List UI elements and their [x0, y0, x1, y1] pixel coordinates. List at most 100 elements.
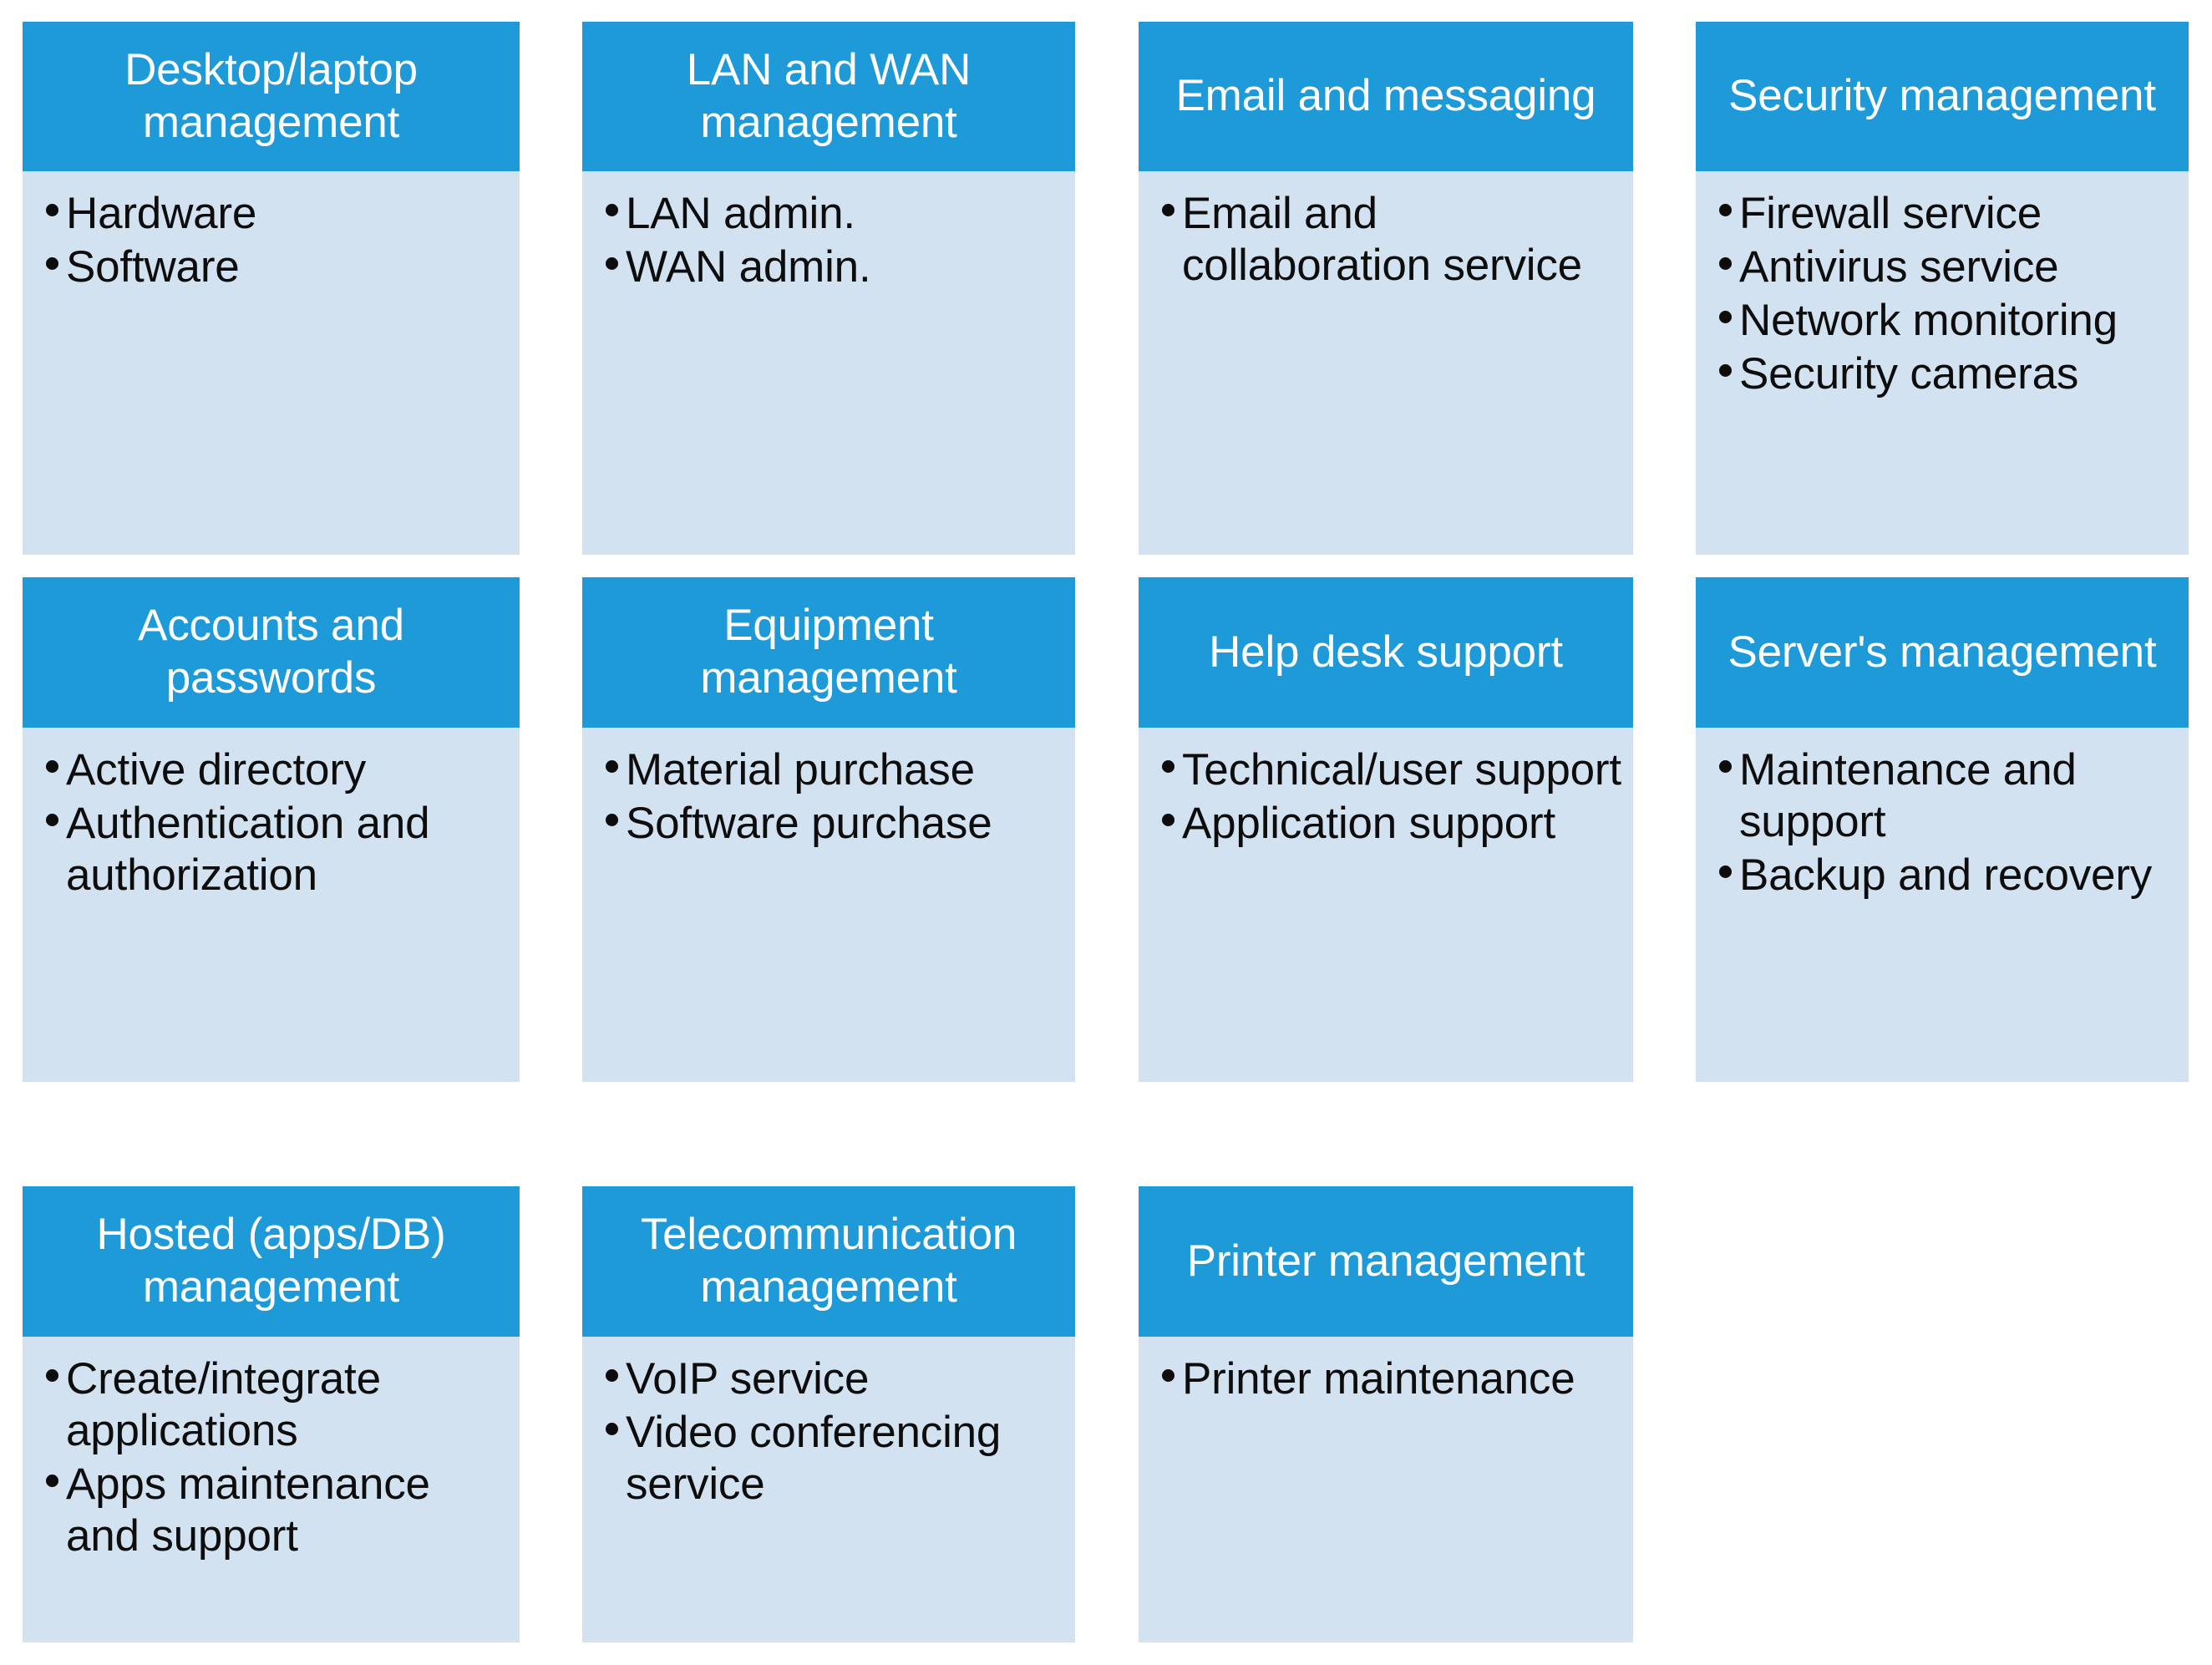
card-servers-management[interactable]: Server's management Maintenance and supp…	[1696, 577, 2189, 1082]
bullet-list: Printer maintenance	[1157, 1353, 1625, 1405]
list-item: Email and collaboration service	[1157, 188, 1625, 292]
list-item-label: Application support	[1182, 799, 1555, 848]
bullet-dot-icon	[606, 256, 618, 270]
card-body: Hardware Software	[23, 171, 520, 555]
card-hosted-apps-db-management[interactable]: Hosted (apps/DB) management Create/integ…	[23, 1186, 520, 1642]
card-body: Material purchase Software purchase	[582, 728, 1075, 1082]
list-item-label: VoIP service	[626, 1354, 870, 1404]
list-item: Security cameras	[1714, 348, 2180, 400]
list-item: Application support	[1157, 798, 1625, 850]
bullet-list: LAN admin. WAN admin.	[601, 188, 1067, 293]
bullet-dot-icon	[1162, 203, 1174, 216]
list-item: Video conferencing service	[601, 1407, 1067, 1510]
card-help-desk-support[interactable]: Help desk support Technical/user support…	[1139, 577, 1633, 1082]
bullet-list: Technical/user support Application suppo…	[1157, 744, 1625, 850]
list-item-label: Apps maintenance and support	[66, 1459, 430, 1561]
bullet-dot-icon	[1162, 1368, 1174, 1382]
card-title: Help desk support	[1139, 577, 1633, 728]
card-title: Email and messaging	[1139, 22, 1633, 171]
bullet-dot-icon	[1719, 310, 1732, 323]
card-email-and-messaging[interactable]: Email and messaging Email and collaborat…	[1139, 22, 1633, 555]
card-body: Email and collaboration service	[1139, 171, 1633, 555]
list-item: Backup and recovery	[1714, 850, 2180, 901]
bullet-list: Active directory Authentication and auth…	[41, 744, 511, 901]
bullet-dot-icon	[1719, 759, 1732, 773]
list-item: Network monitoring	[1714, 295, 2180, 347]
bullet-dot-icon	[606, 1422, 618, 1435]
list-item-label: Email and collaboration service	[1182, 189, 1582, 290]
list-item: Antivirus service	[1714, 241, 2180, 293]
card-title: Desktop/laptop management	[23, 22, 520, 171]
list-item-label: Authentication and authorization	[66, 799, 430, 900]
bullet-dot-icon	[46, 256, 58, 270]
list-item: Apps maintenance and support	[41, 1459, 511, 1562]
list-item: Software purchase	[601, 798, 1067, 850]
bullet-dot-icon	[1162, 759, 1174, 773]
bullet-dot-icon	[1719, 203, 1732, 216]
list-item: Create/integrate applications	[41, 1353, 511, 1457]
list-item-label: Firewall service	[1739, 189, 2042, 238]
list-item-label: LAN admin.	[626, 189, 855, 238]
list-item: Maintenance and support	[1714, 744, 2180, 848]
list-item: Active directory	[41, 744, 511, 796]
card-body: Create/integrate applications Apps maint…	[23, 1337, 520, 1642]
list-item-label: Hardware	[66, 189, 257, 238]
list-item-label: Material purchase	[626, 745, 975, 794]
bullet-list: Material purchase Software purchase	[601, 744, 1067, 850]
bullet-dot-icon	[1719, 363, 1732, 377]
list-item-label: Printer maintenance	[1182, 1354, 1575, 1404]
list-item: Material purchase	[601, 744, 1067, 796]
list-item: Software	[41, 241, 511, 293]
card-equipment-management[interactable]: Equipment management Material purchase S…	[582, 577, 1075, 1082]
list-item-label: Software purchase	[626, 799, 992, 848]
bullet-list: Email and collaboration service	[1157, 188, 1625, 292]
card-desktop-laptop-management[interactable]: Desktop/laptop management Hardware Softw…	[23, 22, 520, 555]
card-title: Accounts and passwords	[23, 577, 520, 728]
list-item-label: Backup and recovery	[1739, 850, 2153, 900]
list-item-label: Network monitoring	[1739, 296, 2118, 345]
bullet-list: VoIP service Video conferencing service	[601, 1353, 1067, 1510]
bullet-dot-icon	[606, 813, 618, 826]
card-body: Technical/user support Application suppo…	[1139, 728, 1633, 1082]
list-item: Printer maintenance	[1157, 1353, 1625, 1405]
list-item: LAN admin.	[601, 188, 1067, 240]
card-title: Telecommunication management	[582, 1186, 1075, 1337]
card-printer-management[interactable]: Printer management Printer maintenance	[1139, 1186, 1633, 1642]
bullet-dot-icon	[46, 203, 58, 216]
bullet-dot-icon	[606, 759, 618, 773]
card-body: Maintenance and support Backup and recov…	[1696, 728, 2189, 1082]
card-body: VoIP service Video conferencing service	[582, 1337, 1075, 1642]
bullet-list: Hardware Software	[41, 188, 511, 293]
bullet-dot-icon	[1719, 865, 1732, 878]
list-item-label: WAN admin.	[626, 242, 871, 292]
bullet-dot-icon	[1162, 813, 1174, 826]
bullet-list: Firewall service Antivirus service Netwo…	[1714, 188, 2180, 400]
card-title: Equipment management	[582, 577, 1075, 728]
bullet-dot-icon	[1719, 256, 1732, 270]
bullet-dot-icon	[46, 759, 58, 773]
bullet-list: Create/integrate applications Apps maint…	[41, 1353, 511, 1562]
card-lan-and-wan-management[interactable]: LAN and WAN management LAN admin. WAN ad…	[582, 22, 1075, 555]
list-item-label: Software	[66, 242, 240, 292]
card-body: Active directory Authentication and auth…	[23, 728, 520, 1082]
card-security-management[interactable]: Security management Firewall service Ant…	[1696, 22, 2189, 555]
bullet-dot-icon	[46, 813, 58, 826]
card-title: Printer management	[1139, 1186, 1633, 1337]
card-title: LAN and WAN management	[582, 22, 1075, 171]
list-item: Firewall service	[1714, 188, 2180, 240]
card-body: Printer maintenance	[1139, 1337, 1633, 1642]
list-item: Hardware	[41, 188, 511, 240]
bullet-dot-icon	[46, 1368, 58, 1382]
list-item-label: Create/integrate applications	[66, 1354, 381, 1455]
card-body: LAN admin. WAN admin.	[582, 171, 1075, 555]
card-title: Security management	[1696, 22, 2189, 171]
list-item: Authentication and authorization	[41, 798, 511, 901]
list-item-label: Maintenance and support	[1739, 745, 2077, 846]
card-title: Hosted (apps/DB) management	[23, 1186, 520, 1337]
card-title: Server's management	[1696, 577, 2189, 728]
card-telecommunication-management[interactable]: Telecommunication management VoIP servic…	[582, 1186, 1075, 1642]
list-item-label: Technical/user support	[1182, 745, 1621, 794]
bullet-dot-icon	[606, 1368, 618, 1382]
card-accounts-and-passwords[interactable]: Accounts and passwords Active directory …	[23, 577, 520, 1082]
